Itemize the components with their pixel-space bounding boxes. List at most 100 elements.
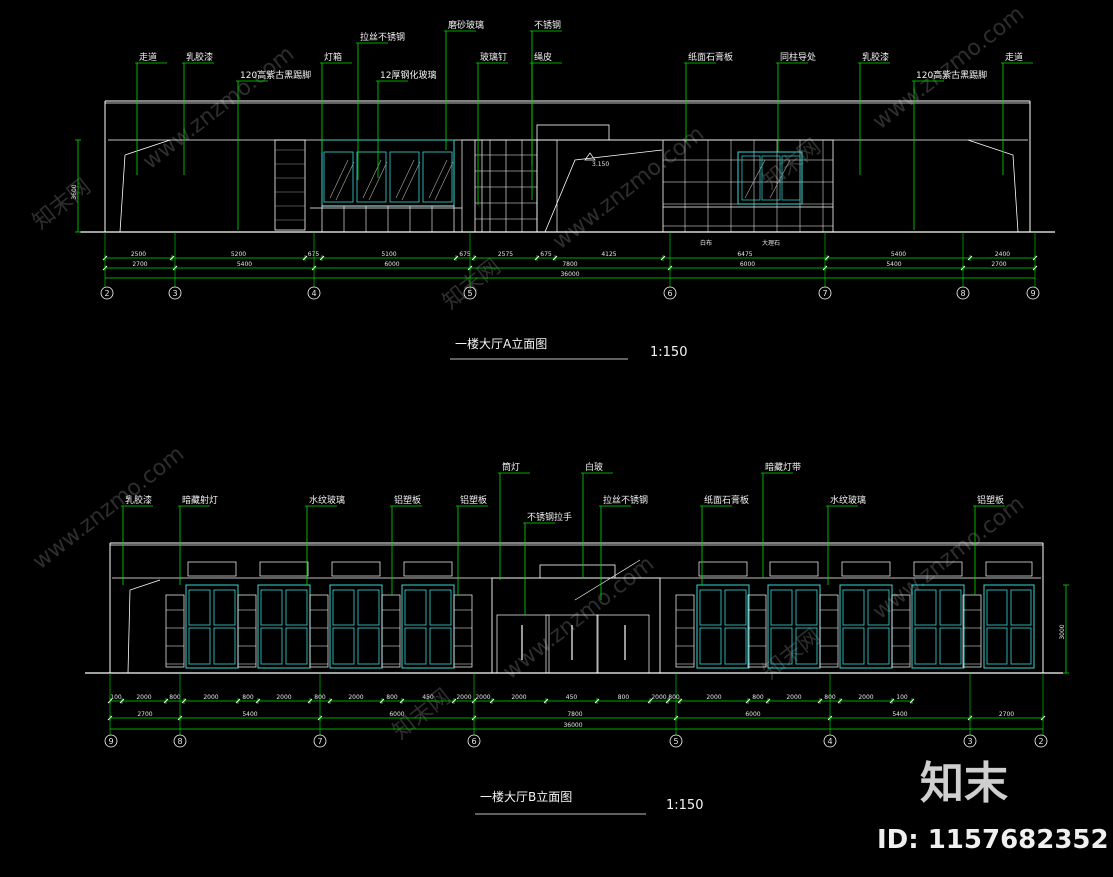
window-bay	[185, 584, 239, 669]
dims-a-row1-slash	[660, 255, 666, 261]
axis-b-number: 2	[1038, 737, 1043, 746]
label-b-label: 铝塑板	[977, 494, 1004, 506]
header-box	[536, 124, 610, 141]
window-pane	[724, 589, 747, 626]
valance	[769, 561, 819, 577]
dims-a-row1-slash	[534, 255, 540, 261]
axis-b-bubble	[104, 734, 118, 748]
dims-b-row1-label: 2000	[456, 694, 471, 701]
valance	[913, 561, 963, 577]
dims-a-row1-label: 4125	[601, 251, 616, 258]
valance	[698, 561, 748, 577]
dims-a-row2-label: 7800	[562, 261, 577, 268]
label-b-label: 拉丝不锈钢	[603, 494, 648, 506]
axis-a-number: 7	[822, 289, 827, 298]
title-b-block: 一楼大厅B立面图 1:150	[475, 789, 703, 815]
dims-b-row1-slash	[379, 698, 385, 704]
dims-b-row1-slash	[837, 698, 843, 704]
axis-b-number: 7	[317, 737, 322, 746]
window-bay	[401, 584, 455, 669]
return-wall-right	[967, 139, 1019, 233]
right-window	[737, 151, 803, 205]
dims-a-row1-label: 2575	[498, 251, 513, 258]
label-a-label: 走道	[139, 51, 157, 63]
dims-b-row1-slash	[889, 698, 895, 704]
axis-b-bubble	[467, 734, 481, 748]
window-pane	[699, 627, 722, 665]
window-bay	[257, 584, 311, 669]
axis-a-bubble	[100, 286, 114, 300]
dims-b-row1-label: 450	[566, 694, 578, 701]
glass-hatch	[434, 161, 454, 201]
label-b-label: 不锈钢拉手	[527, 511, 572, 523]
pier	[747, 594, 767, 668]
scale-a: 1:150	[650, 345, 687, 360]
label-a-label: 120高紫古黑踢脚	[240, 69, 311, 81]
dims-b-row1-slash	[909, 698, 915, 704]
window-pane	[914, 589, 937, 626]
dims-a-row1-slash	[967, 255, 973, 261]
valance	[841, 561, 891, 577]
floor-label: 白布	[700, 239, 712, 247]
axis-a-number: 5	[467, 289, 472, 298]
scale-b: 1:150	[666, 798, 703, 813]
label-a-label: 乳胶漆	[862, 51, 889, 63]
window-pane	[770, 627, 793, 665]
window-bay	[329, 584, 383, 669]
title-b: 一楼大厅B立面图	[480, 789, 572, 804]
label-a-label: 120高紫古黑踢脚	[916, 69, 987, 81]
dims-b-row1-slash	[489, 698, 495, 704]
light-box	[274, 139, 306, 231]
glass-hatch	[401, 161, 421, 201]
window-pane	[213, 589, 236, 626]
dims-b-row1-label: 2000	[475, 694, 490, 701]
dims-b-row1-slash	[307, 698, 313, 704]
window-pane	[188, 627, 211, 665]
level-marker	[584, 152, 596, 161]
dims-b-row1-label: 2000	[276, 694, 291, 701]
axis-b-number: 6	[471, 737, 476, 746]
pier	[381, 594, 401, 668]
label-a-label: 灯箱	[324, 51, 342, 63]
window-pane	[357, 627, 380, 665]
right-window-pane	[781, 155, 801, 201]
axis-a-bubble	[663, 286, 677, 300]
dims-a-row1-slash	[824, 255, 830, 261]
axis-a-bubble	[168, 286, 182, 300]
dims-b-row1-label: 800	[618, 694, 630, 701]
window-pane	[285, 627, 308, 665]
dims-b-row2-label: 6000	[389, 711, 404, 718]
watermark-site: www.znzmo.com	[28, 441, 189, 574]
dims-b-row2-label: 5400	[892, 711, 907, 718]
window-pane	[867, 627, 890, 665]
dims-b-row1-label: 100	[110, 694, 122, 701]
right-window-pane	[761, 155, 781, 201]
window-pane	[429, 627, 452, 665]
pier	[165, 594, 185, 668]
glass-door	[545, 614, 599, 674]
dims-b-row2-label: 7800	[567, 711, 582, 718]
stone-wall	[662, 139, 834, 233]
axis-b-number: 9	[108, 737, 113, 746]
axis-a-number: 3	[172, 289, 177, 298]
window-pane	[260, 627, 283, 665]
label-b-label: 暗藏灯带	[765, 461, 801, 473]
glass-door	[596, 614, 650, 674]
label-a-label: 同柱导处	[780, 51, 816, 63]
window-pane	[429, 589, 452, 626]
window-pane	[724, 627, 747, 665]
watermark-cn: 知末网	[28, 174, 95, 234]
dims-a-row1-slash	[471, 255, 477, 261]
window-pane	[357, 589, 380, 626]
glass-pane	[323, 151, 354, 203]
window-pane	[1010, 627, 1032, 665]
dims-b-row2-label: 6000	[745, 711, 760, 718]
axis-b-bubble	[963, 734, 977, 748]
label-a-label: 乳胶漆	[186, 51, 213, 63]
window-pane	[795, 627, 818, 665]
brand-block: 知末 ID: 1157682352	[877, 758, 1109, 855]
dims-b-row2-label: 5400	[242, 711, 257, 718]
dims-b-row1-label: 450	[422, 694, 434, 701]
axis-b-number: 4	[827, 737, 832, 746]
axis-a-number: 8	[960, 289, 965, 298]
